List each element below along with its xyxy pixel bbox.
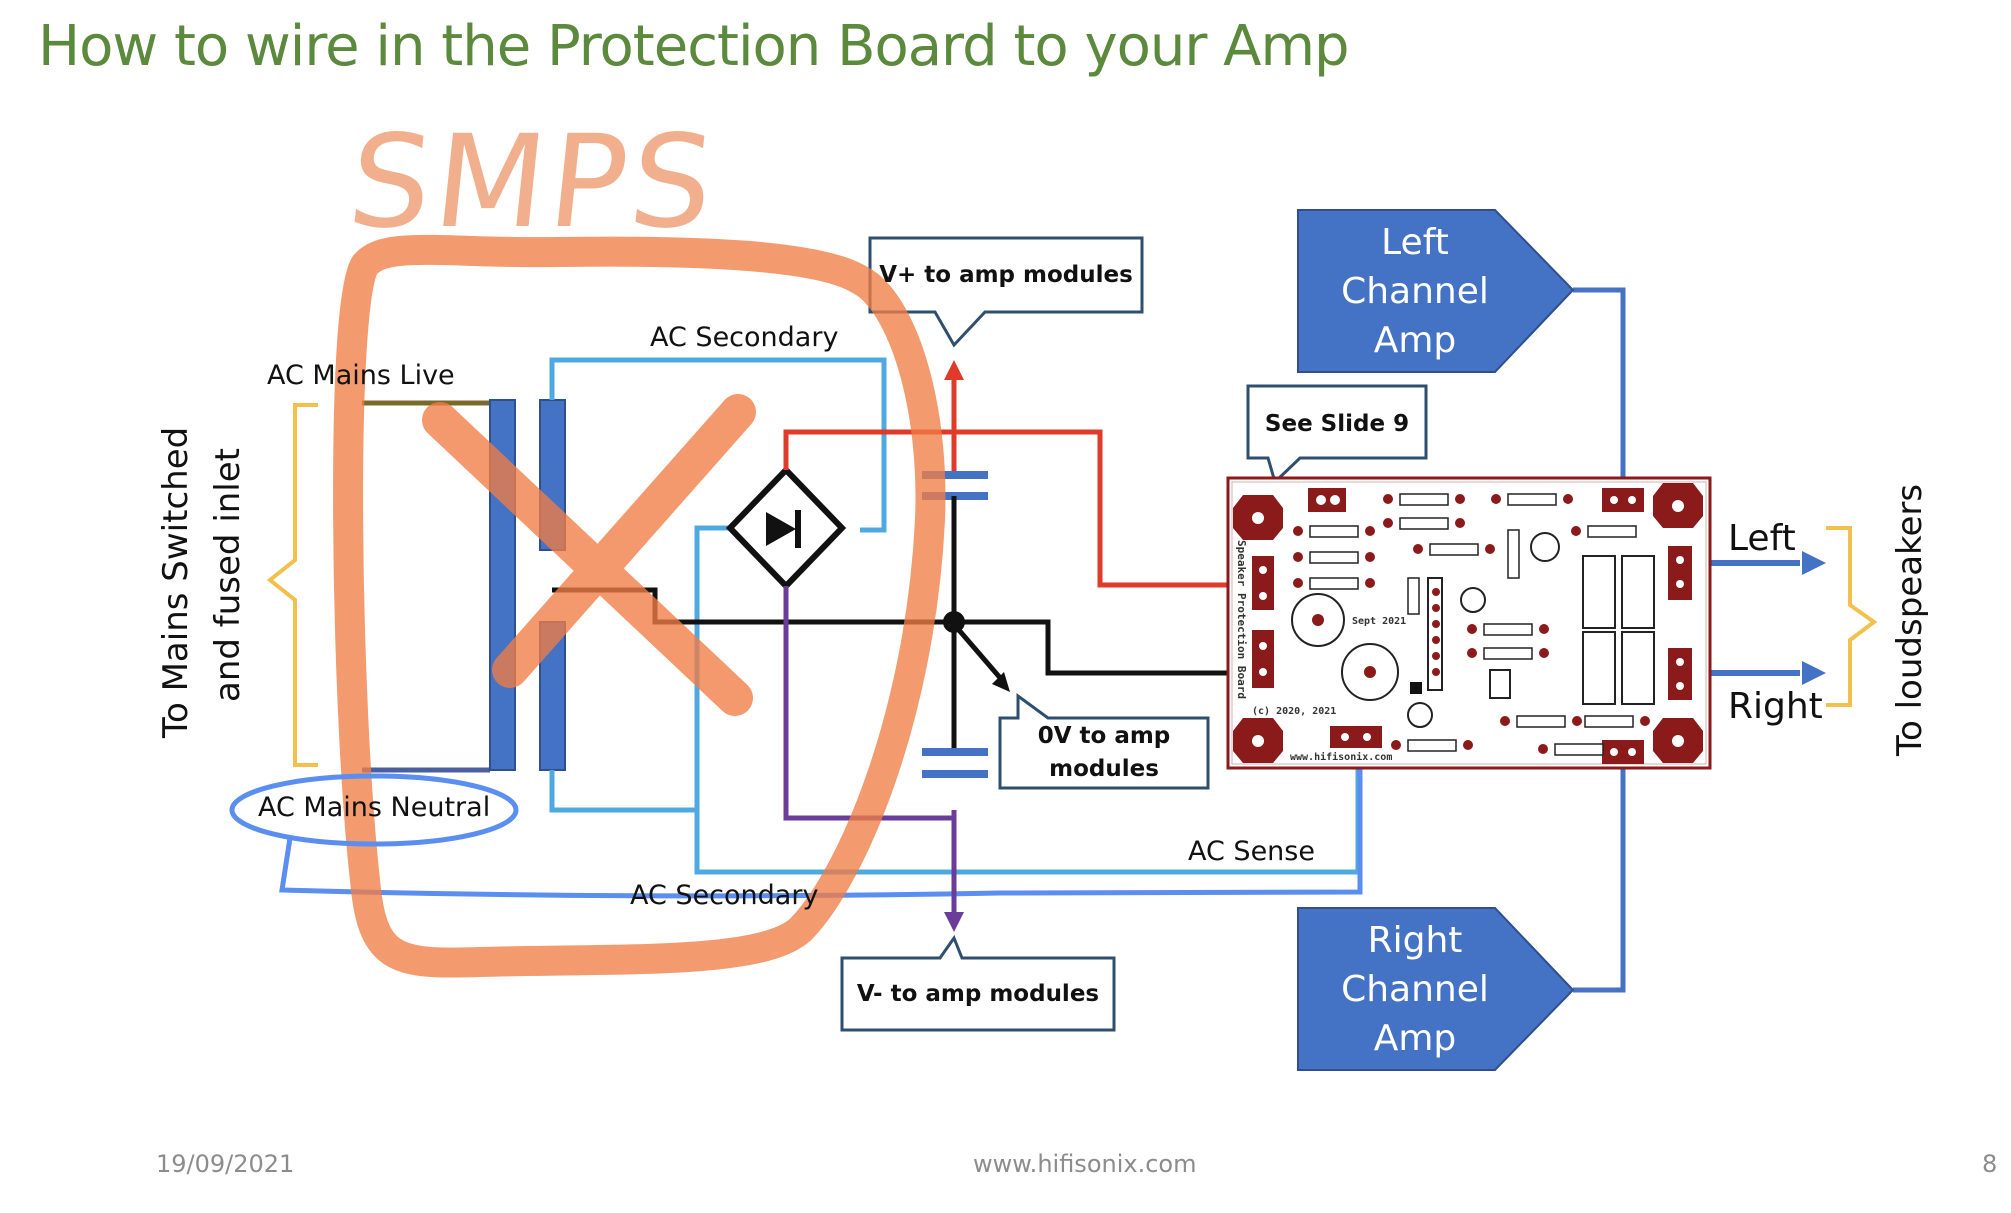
pcb-relay-1 bbox=[1582, 555, 1616, 629]
v-plus-arrowhead bbox=[944, 360, 964, 380]
pcb-conn-left-1 bbox=[1252, 556, 1274, 610]
left-amp-line1: Left bbox=[1381, 222, 1449, 263]
pcb-conn-top bbox=[1308, 488, 1346, 512]
left-amp-line3: Amp bbox=[1373, 320, 1457, 361]
negative-rail bbox=[783, 586, 954, 821]
pcb-cap-small-1 bbox=[1460, 587, 1486, 613]
ac-mains-neutral-label: AC Mains Neutral bbox=[258, 792, 491, 823]
pcb-copyright: (c) 2020, 2021 bbox=[1252, 706, 1337, 717]
zero-v-callout-line1: 0V to amp bbox=[1037, 723, 1171, 749]
right-channel-amp: Right Channel Amp bbox=[1295, 916, 1535, 1063]
left-amp-wire bbox=[1573, 287, 1626, 488]
neutral-circle-annotation bbox=[229, 773, 519, 847]
speaker-brace bbox=[1826, 526, 1878, 707]
pcb-relay-2 bbox=[1621, 555, 1655, 629]
ac-sense-label: AC Sense bbox=[1188, 836, 1315, 867]
ground-arrow bbox=[950, 620, 1004, 682]
pcb-conn-right-amp bbox=[1602, 740, 1644, 764]
pcb-pads bbox=[1259, 494, 1684, 756]
ac-secondary-bottom-label: AC Secondary bbox=[630, 880, 819, 911]
pcb-resistors bbox=[1309, 493, 1637, 756]
right-amp-line2: Channel bbox=[1341, 969, 1489, 1010]
footer-page-number: 8 bbox=[1982, 1150, 1998, 1178]
right-speaker-arrowhead bbox=[1802, 661, 1826, 685]
left-channel-amp-shape bbox=[1297, 209, 1575, 373]
protection-board bbox=[1226, 476, 1712, 770]
right-speaker-label: Right bbox=[1728, 686, 1823, 727]
zero-v-callout-line2: modules bbox=[1049, 756, 1159, 782]
v-plus-callout: V+ to amp modules bbox=[879, 262, 1133, 288]
pcb-conn-left-spk bbox=[1668, 546, 1692, 600]
zero-v-callout: 0V to amp modules bbox=[1000, 720, 1208, 786]
ground-arrowhead bbox=[992, 672, 1010, 692]
ac-mains-live-label: AC Mains Live bbox=[267, 360, 455, 391]
loudspeakers-label: To loudspeakers bbox=[1890, 483, 1930, 756]
see-slide-callout: See Slide 9 bbox=[1264, 411, 1410, 437]
right-amp-line3: Amp bbox=[1373, 1018, 1457, 1059]
left-speaker-arrowhead bbox=[1802, 551, 1826, 575]
pcb-date: Sept 2021 bbox=[1352, 616, 1407, 627]
v-minus-callout: V- to amp modules bbox=[856, 981, 1100, 1007]
mains-inlet-label-line1: To Mains Switched bbox=[156, 426, 196, 738]
right-channel-amp-shape bbox=[1297, 907, 1575, 1071]
left-speaker-label: Left bbox=[1728, 518, 1796, 559]
v-minus-callout-box bbox=[840, 934, 1116, 1032]
ac-secondary-top-label: AC Secondary bbox=[650, 322, 839, 353]
zero-v-callout-box bbox=[998, 693, 1210, 790]
mains-brace bbox=[266, 403, 318, 767]
pcb-cap-small-2 bbox=[1530, 532, 1560, 562]
right-amp-line1: Right bbox=[1367, 920, 1463, 961]
positive-rail bbox=[783, 429, 1248, 588]
pcb-latch bbox=[1489, 669, 1511, 699]
diode-triangle bbox=[766, 512, 796, 546]
smps-label: SMPS bbox=[342, 108, 724, 257]
pcb-conn-left-amp bbox=[1602, 488, 1644, 512]
footer-website: www.hifisonix.com bbox=[973, 1150, 1197, 1178]
right-amp-wire bbox=[1573, 760, 1626, 993]
mains-inlet-label-line2: and fused inlet bbox=[208, 447, 248, 702]
smps-annotation bbox=[333, 234, 946, 978]
pcb-conn-right-spk bbox=[1668, 648, 1692, 700]
ground-node bbox=[943, 611, 965, 633]
ground-wire bbox=[952, 619, 1245, 676]
pcb-relay-3 bbox=[1582, 631, 1616, 705]
smps-cross-2 bbox=[492, 394, 756, 688]
smps-loop bbox=[333, 234, 946, 978]
ac-secondary-top-wire bbox=[549, 357, 887, 533]
left-channel-amp: Left Channel Amp bbox=[1295, 218, 1535, 365]
pcb-relay-4 bbox=[1621, 631, 1655, 705]
v-minus-arrowhead bbox=[944, 912, 964, 932]
pcb-cap-small-3 bbox=[1407, 702, 1433, 728]
left-amp-line2: Channel bbox=[1341, 271, 1489, 312]
see-slide-callout-box bbox=[1246, 384, 1428, 485]
pcb-conn-left-2 bbox=[1252, 630, 1274, 688]
slide-title: How to wire in the Protection Board to y… bbox=[38, 14, 1350, 79]
pcb-conn-bottom bbox=[1330, 726, 1382, 748]
pcb-url: www.hifisonix.com bbox=[1290, 752, 1393, 763]
pcb-name: Speaker Protection Board bbox=[1235, 540, 1248, 699]
footer-date: 19/09/2021 bbox=[156, 1150, 295, 1178]
